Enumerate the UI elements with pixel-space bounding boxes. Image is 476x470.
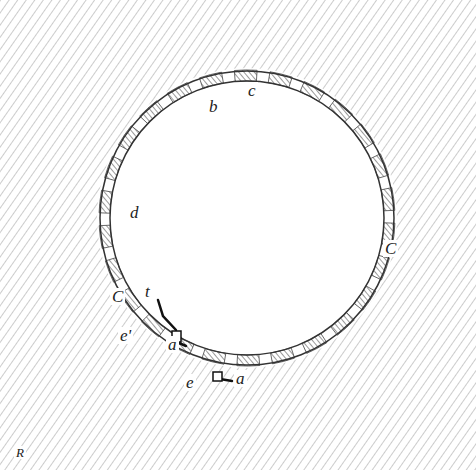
callout-letter: C bbox=[383, 240, 398, 257]
inner-lining bbox=[110, 81, 384, 355]
callout-letter: a bbox=[166, 336, 179, 353]
fittings bbox=[158, 300, 232, 381]
callout-letter: d bbox=[128, 204, 141, 221]
callout-letter: a bbox=[234, 370, 247, 387]
callout-letter: e bbox=[184, 374, 196, 391]
callout-letter: C bbox=[110, 288, 125, 305]
outer-lining bbox=[100, 71, 394, 365]
callout-letter: R bbox=[14, 446, 26, 459]
excavation bbox=[97, 68, 397, 368]
callout-letter: b bbox=[207, 98, 220, 115]
callout-letter: e' bbox=[118, 327, 133, 344]
callout-letter: c bbox=[246, 82, 258, 99]
lining-blocks bbox=[99, 70, 395, 366]
callout-letter: t bbox=[143, 283, 152, 300]
